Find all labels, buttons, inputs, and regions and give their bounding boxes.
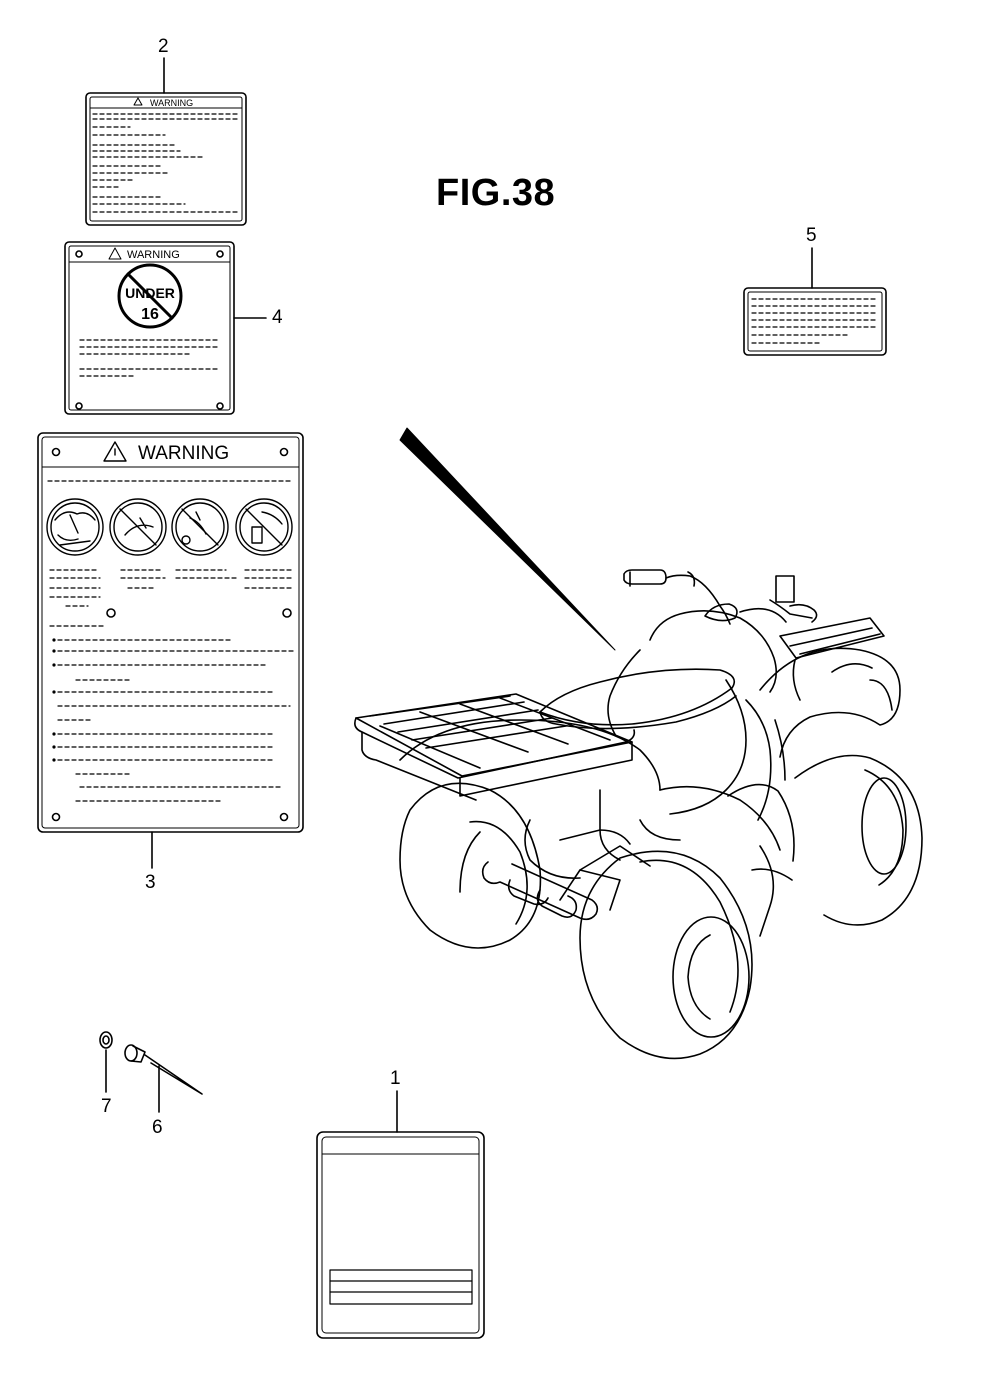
callout-4: 4 <box>272 307 283 328</box>
label-1 <box>316 1090 485 1339</box>
callout-2: 2 <box>158 36 169 57</box>
warning-label-3-heading: WARNING <box>138 443 229 464</box>
under-16-badge-line2: 16 <box>141 306 159 323</box>
callout-6: 6 <box>152 1117 163 1138</box>
callout-1: 1 <box>390 1068 401 1089</box>
warning-label-3: WARNING <box>37 432 304 869</box>
warning-label-4: WARNING UNDER 16 <box>64 241 267 415</box>
under-16-badge-line1: UNDER <box>125 285 175 301</box>
prohibition-pictograms <box>46 498 293 556</box>
pointer-wedge <box>399 427 616 651</box>
callout-3: 3 <box>145 872 156 893</box>
warning-label-4-heading: WARNING <box>127 249 180 261</box>
callout-7: 7 <box>101 1096 112 1117</box>
label-5 <box>743 247 887 356</box>
warning-label-2: WARNING <box>85 57 247 226</box>
figure-title: FIG.38 <box>436 172 556 214</box>
atv-illustration <box>354 569 923 1060</box>
callout-5: 5 <box>806 225 817 246</box>
warning-label-2-heading: WARNING <box>150 98 193 108</box>
rivet-and-washer <box>99 1031 203 1113</box>
